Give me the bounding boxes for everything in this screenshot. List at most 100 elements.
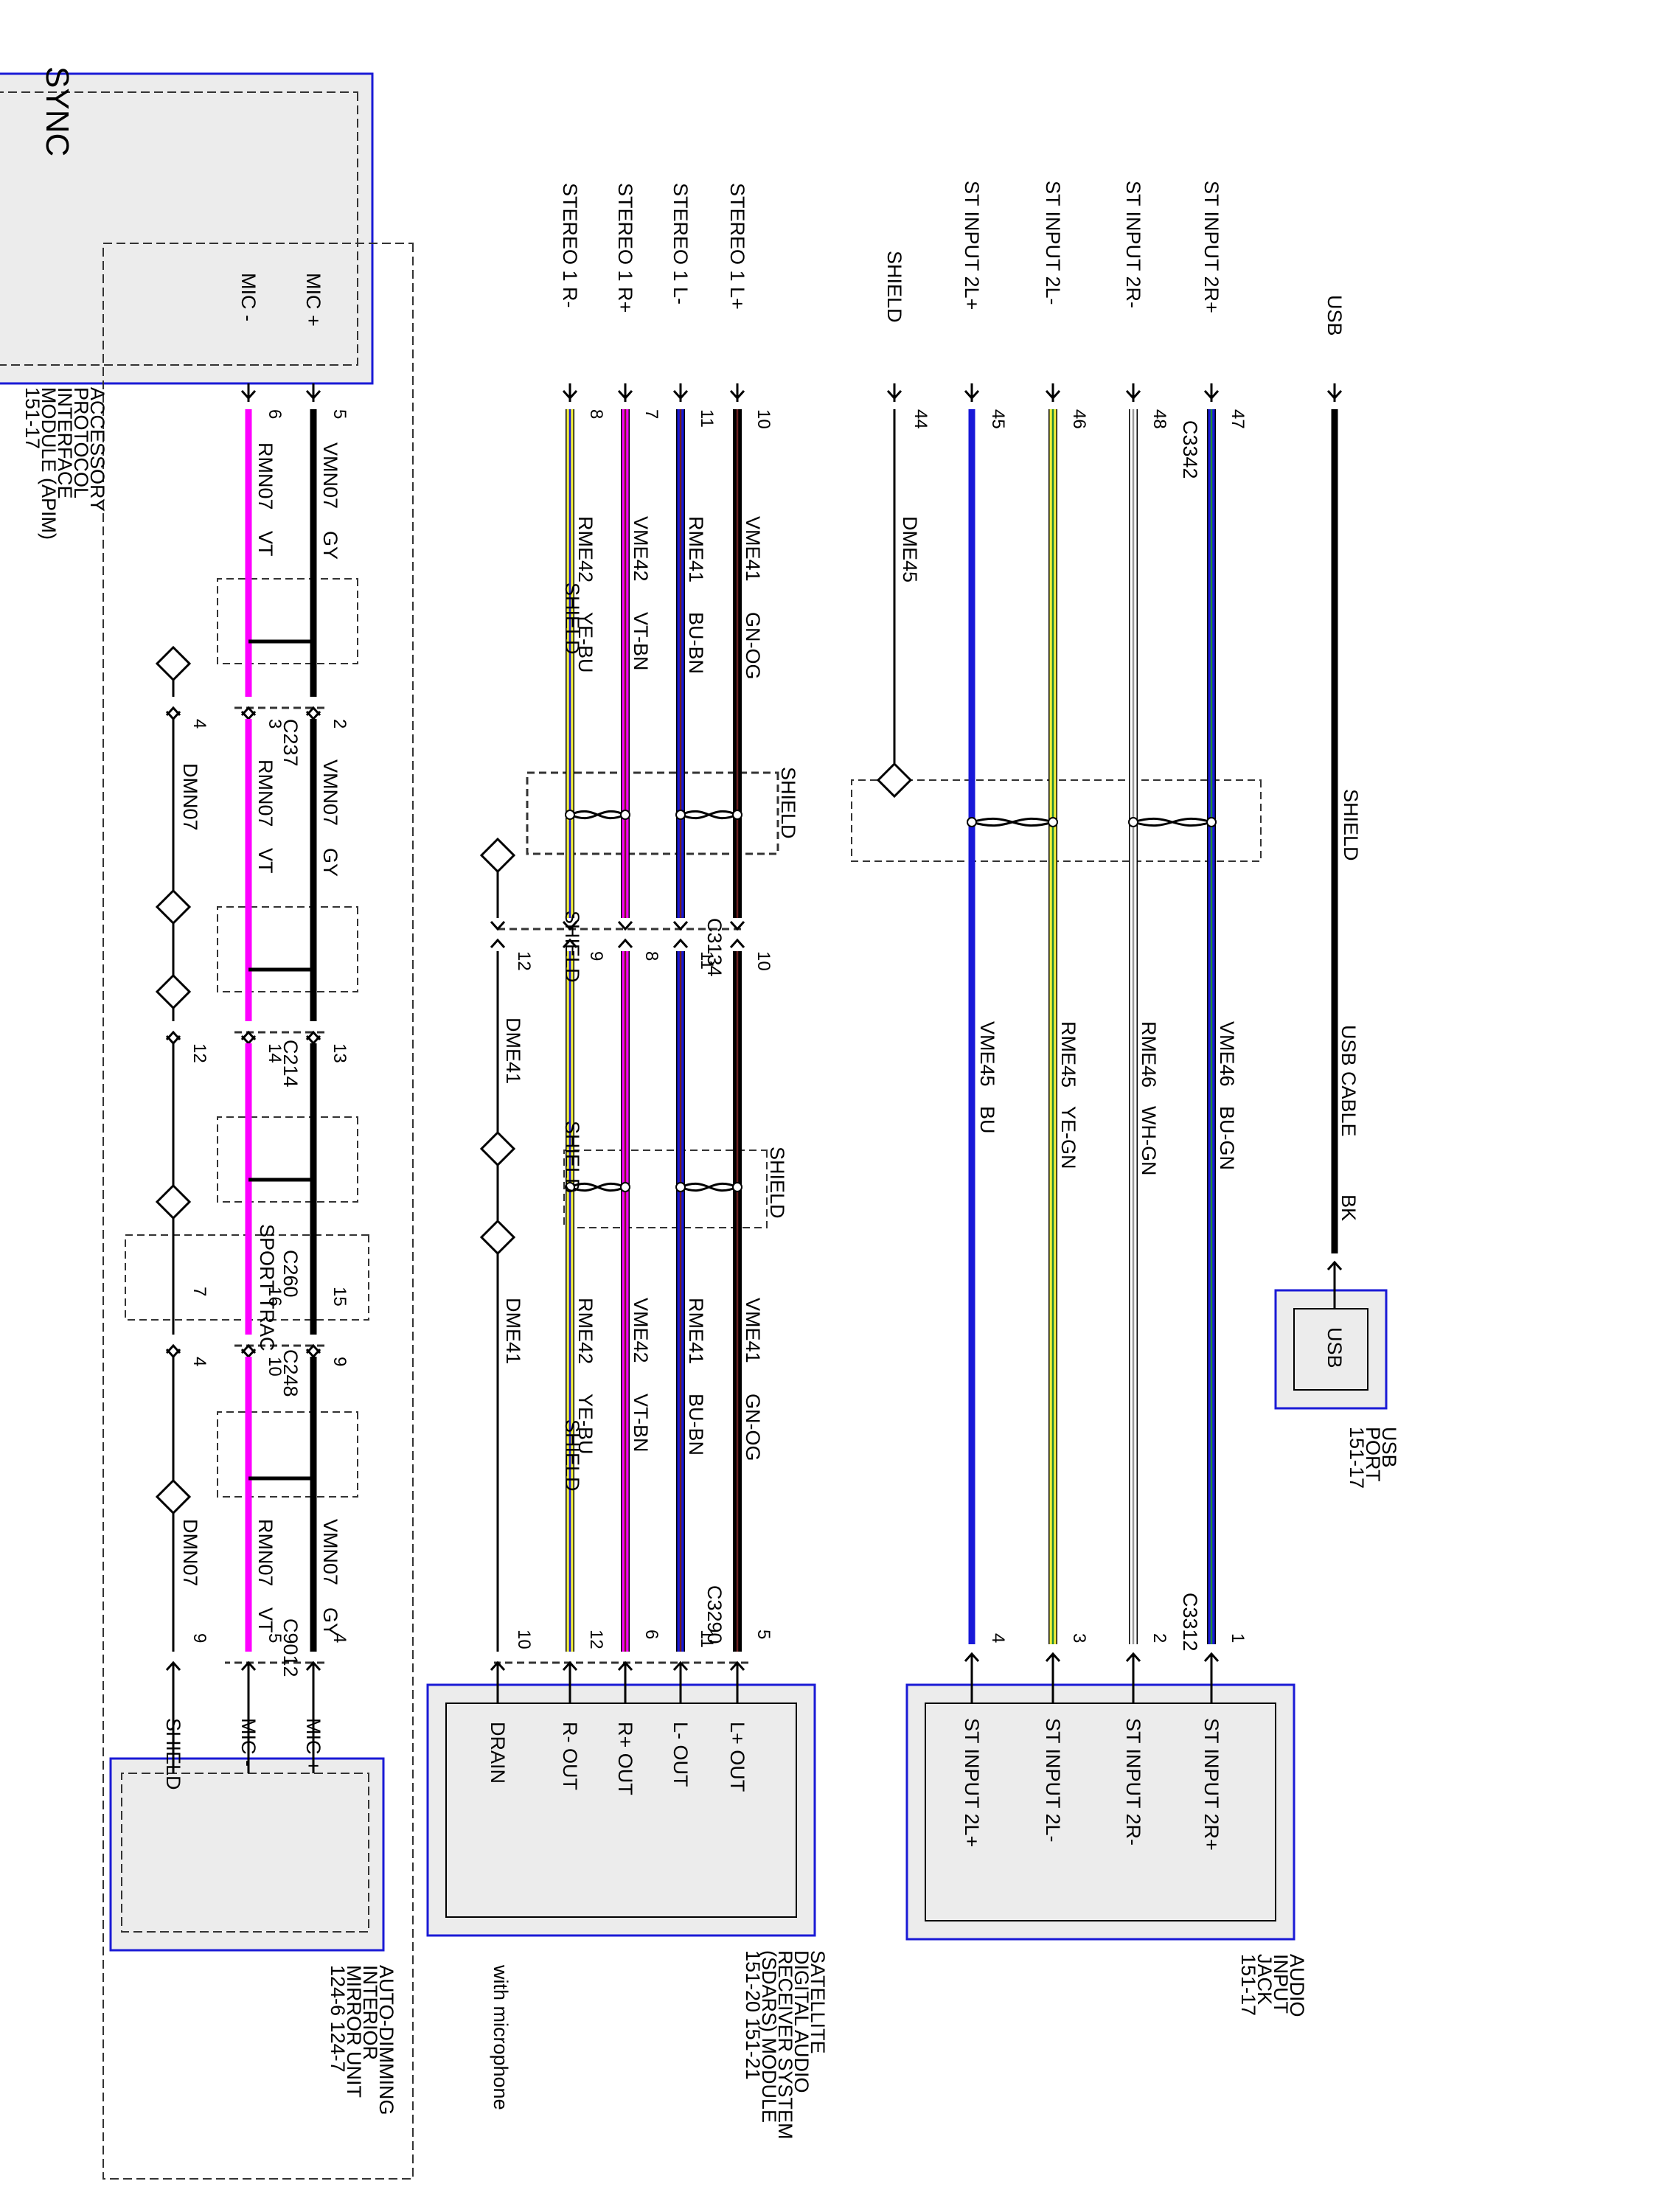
color-vme46: BU-GN <box>1216 1106 1238 1170</box>
mirror-label-line-1: INTERIOR <box>359 1965 381 2060</box>
color-rme42-top: YE-BU <box>574 612 597 673</box>
pin-drain-bot: 10 <box>514 1630 534 1649</box>
apim-label-line-2: INTERFACE <box>54 387 76 499</box>
pin-s1rm-bot: 12 <box>586 1630 606 1649</box>
sdars-terminal-3: R- OUT <box>559 1722 581 1790</box>
sat-s1rp-mid-arrow-a <box>617 920 633 931</box>
splice-mic-4 <box>155 1478 192 1515</box>
splice-sat-1 <box>479 837 516 874</box>
jack-st2lm-top-arrow <box>1045 389 1061 400</box>
circuit-rme45: RME45 <box>1057 1021 1079 1088</box>
twist-sat-1a-end-a <box>732 810 742 820</box>
sdars-label-line-4: 151-20 151-21 <box>742 1950 764 2080</box>
twist-sat-1b-end-b <box>565 810 575 820</box>
color-vme42-bottom: VT-BN <box>630 1394 652 1453</box>
splice-dme45 <box>876 762 913 799</box>
twist-sat-2a-end-a <box>732 1182 742 1192</box>
pin-st2lp_top: 45 <box>988 409 1008 429</box>
twist-sat-2a-end-b <box>675 1182 686 1192</box>
pin-s1lm-bot: 11 <box>697 1630 717 1648</box>
pin-s1rp-top: 7 <box>641 409 661 419</box>
shield-label-sat-1: SHIELD <box>777 767 799 839</box>
apim-terminal-st2rm: ST INPUT 2R- <box>1122 181 1144 308</box>
apim-terminal-s1rp: STEREO 1 R+ <box>614 183 636 313</box>
apim-terminal-usb: USB <box>1324 295 1346 336</box>
mirror-unit-inner <box>121 1773 369 1933</box>
shield-label-sat-2: SHIELD <box>766 1147 788 1219</box>
connector-c260: C260 <box>279 1250 302 1298</box>
apim-terminal-micp: MIC + <box>302 273 324 327</box>
splice-sat-3 <box>479 1219 516 1256</box>
circuit-rmn07-a: RMN07 <box>254 442 276 510</box>
shield-box-mic-2 <box>217 906 358 992</box>
mirror-unit-box <box>109 1757 385 1952</box>
shield-box-mic-4 <box>217 1411 358 1498</box>
pin-micm-bot: 5 <box>265 1633 285 1643</box>
mirror-terminal-1: MIC - <box>237 1718 260 1767</box>
pin-st2rp_bot: 1 <box>1228 1633 1248 1643</box>
shield-label-mic-3: SHIELD <box>561 1121 583 1193</box>
shield-box-sat-2 <box>563 1150 768 1228</box>
apim-terminal-st2lp: ST INPUT 2L+ <box>961 181 983 310</box>
shield-label-mic-2: SHIELD <box>561 911 583 983</box>
sdars-terminal-4: DRAIN <box>487 1722 509 1784</box>
pin-micm-c260: 16 <box>265 1287 285 1307</box>
pin-micp-bot: 4 <box>330 1633 349 1643</box>
sdars-inner <box>445 1703 797 1918</box>
connector-c248: C248 <box>279 1349 302 1397</box>
usb-port-inner-label: USB <box>1324 1327 1346 1368</box>
drain-mid-arrow-a <box>490 920 506 931</box>
mirror-label-line-2: MIRROR UNIT <box>343 1965 365 2098</box>
color-vme41-bottom: GN-OG <box>742 1394 764 1461</box>
pin-sh-c248: 4 <box>189 1357 209 1366</box>
sat-s1lm-top-arrow <box>672 389 689 400</box>
twist-audio-r-end-a <box>1206 817 1217 827</box>
twist-sat-1b-end-a <box>620 810 630 820</box>
pin-micp-c260: 15 <box>330 1287 349 1307</box>
shield-label-mic-4: SHIELD <box>561 1419 583 1492</box>
sat-s1rp-top-arrow <box>617 389 633 400</box>
audio-jack-label-line-2: JACK <box>1253 1954 1276 2005</box>
color-rme41-top: BU-BN <box>685 612 707 674</box>
mic-micp-arrow-out-1 <box>305 1034 321 1046</box>
apim-label-line-0: ACCESSORY <box>86 387 108 512</box>
circuit-rmn07-b: RMN07 <box>254 759 276 827</box>
splice-mic-1 <box>155 888 192 925</box>
audio-jack-inner <box>925 1703 1276 1921</box>
color-vmn07-c: GY <box>319 1607 341 1636</box>
diagram-title: SYNC <box>39 66 75 156</box>
apim-terminal-shield: SHIELD <box>883 251 905 323</box>
circuit-vme46: VME46 <box>1216 1021 1238 1087</box>
pin-st2lm_top: 46 <box>1069 409 1089 429</box>
pin-drain-mid: 12 <box>514 951 534 971</box>
color-rme42-bottom: YE-BU <box>574 1394 597 1455</box>
pin-micm-c214: 14 <box>265 1043 285 1063</box>
circuit-dme45: DME45 <box>899 516 921 582</box>
mirror-label-line-3: 124-6 124-7 <box>327 1965 349 2073</box>
mic-micp-arrow-out-2 <box>305 1348 321 1359</box>
mirror-label-line-0: AUTO-DIMMING <box>375 1965 397 2115</box>
pin-st2rm_bot: 2 <box>1150 1633 1169 1643</box>
twist-audio-l-b <box>971 817 1054 827</box>
sdars-terminal-1: L- OUT <box>669 1722 692 1787</box>
usb-port-label-line-0: USB <box>1378 1427 1400 1468</box>
usb-cable-color: BK <box>1338 1194 1360 1221</box>
apim-terminal-s1rm: STEREO 1 R- <box>559 183 581 308</box>
circuit-vme41-bottom: VME41 <box>742 1298 764 1363</box>
circuit-vme41-top: VME41 <box>742 516 764 582</box>
pin-s1lp-mid: 10 <box>754 951 773 971</box>
twist-sat-2b-end-a <box>620 1182 630 1192</box>
audio-jack-terminal-2: ST INPUT 2L- <box>1042 1718 1064 1843</box>
pin-micp-c248: 9 <box>330 1357 349 1366</box>
pin-s1rp-bot: 6 <box>641 1630 661 1639</box>
pin-s1lp-bot: 5 <box>754 1630 773 1639</box>
twist-sat-1b-b <box>569 810 626 820</box>
sdars-terminal-0: L+ OUT <box>726 1722 748 1792</box>
wire-layer <box>155 383 1343 1773</box>
drain-mid-arrow-b <box>490 938 506 949</box>
twist-audio-l-end-a <box>1048 817 1058 827</box>
color-vme45: BU <box>976 1106 998 1134</box>
usb-cable-circuit: USB CABLE <box>1338 1025 1360 1137</box>
pin-micm-c248: 10 <box>265 1357 285 1377</box>
